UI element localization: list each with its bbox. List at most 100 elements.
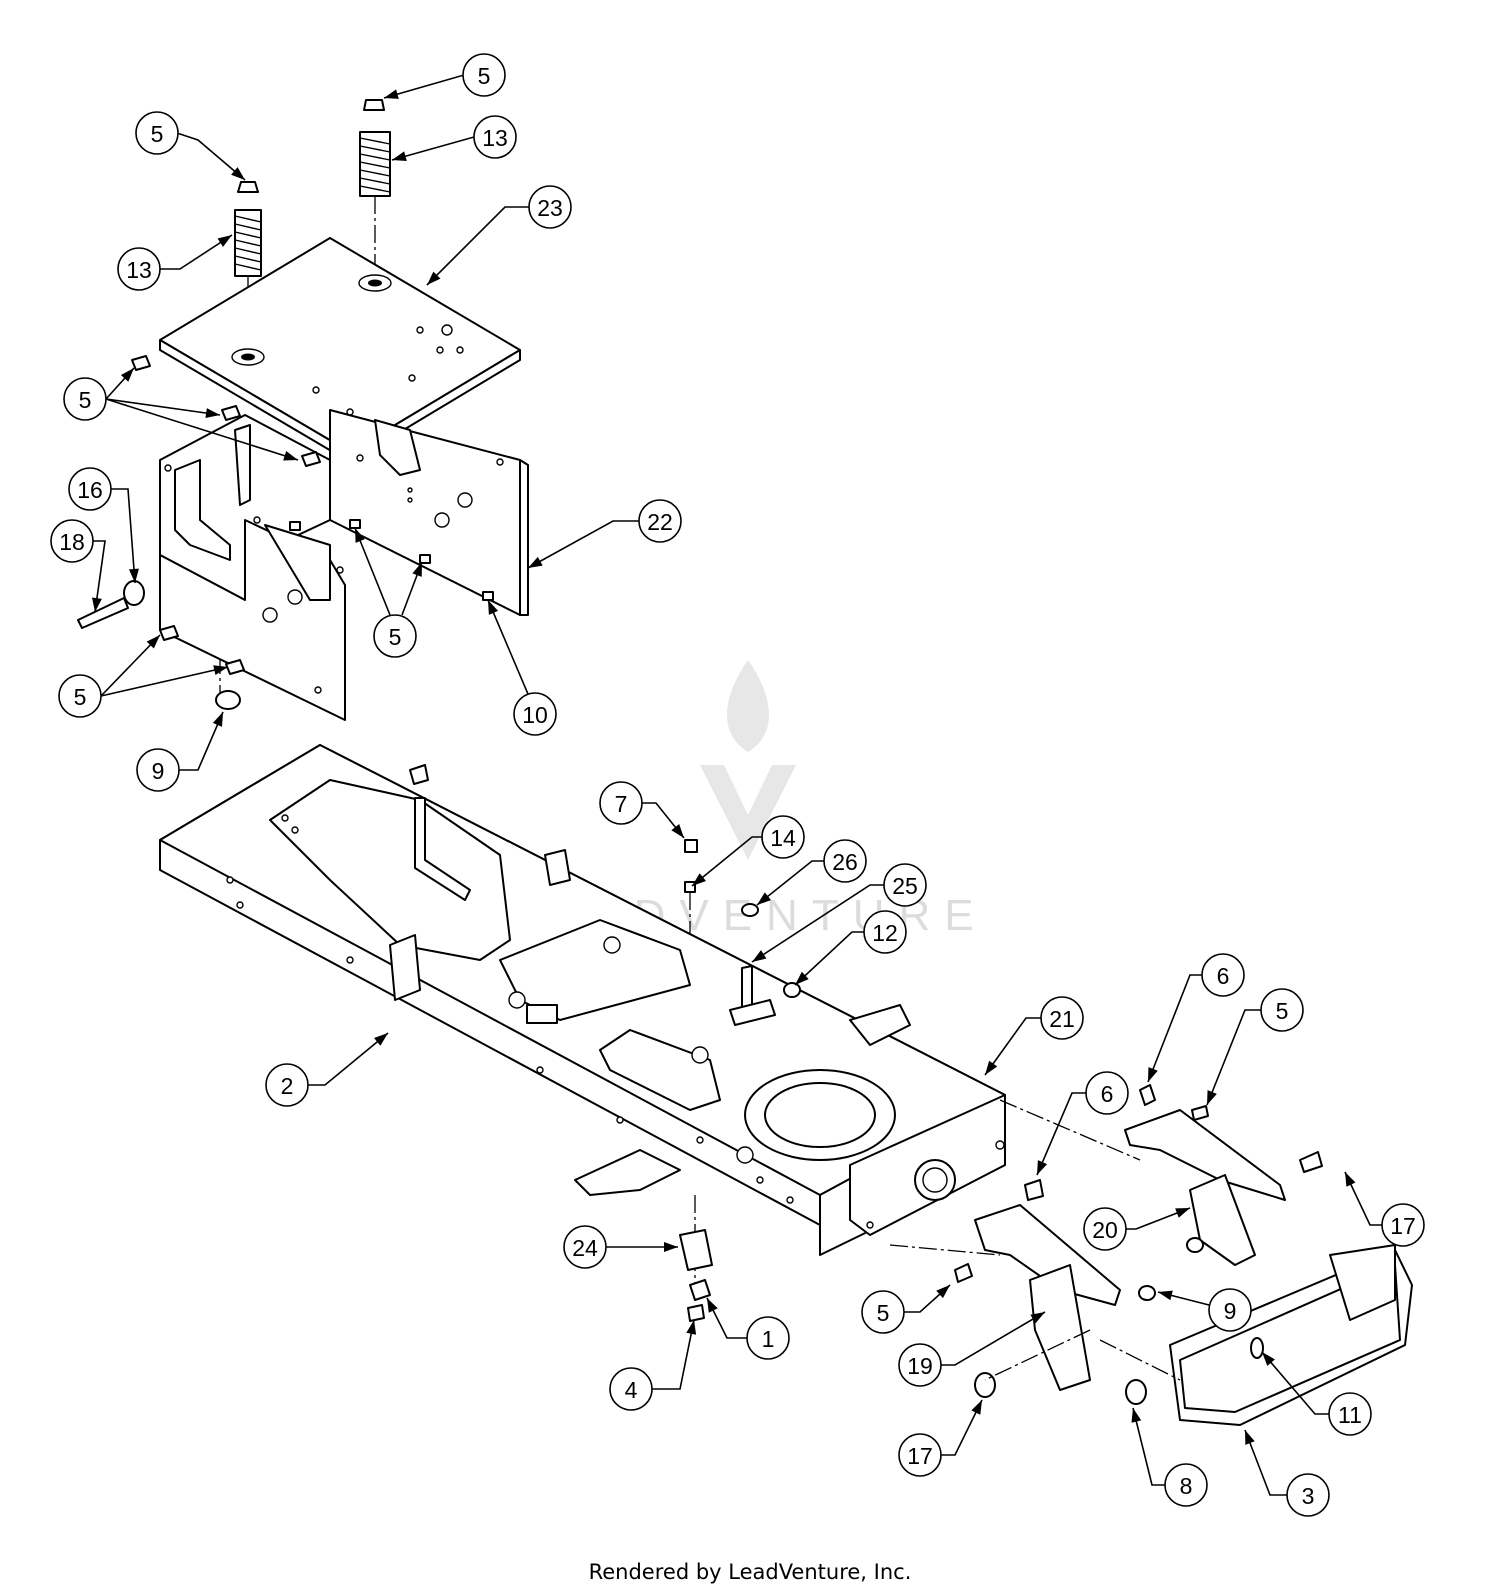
callout-circle — [1201, 953, 1245, 997]
callout-circle — [1208, 1288, 1252, 1332]
callout-5: 5 — [135, 111, 179, 155]
callout-label: 5 — [74, 684, 87, 710]
callout-1: 1 — [746, 1316, 790, 1360]
callout-label: 1 — [762, 1326, 775, 1352]
callout-5: 5 — [462, 53, 506, 97]
callout-14: 14 — [761, 815, 805, 859]
spring-bolts — [237, 99, 385, 193]
callout-leader-arrowhead — [213, 665, 228, 675]
callout-label: 12 — [872, 920, 898, 946]
callout-8: 8 — [1164, 1463, 1208, 1507]
seat-plate — [159, 237, 521, 463]
callout-leader-arrowhead — [1131, 1408, 1142, 1423]
callout-label: 25 — [892, 873, 918, 899]
callout-circle — [1085, 1071, 1129, 1115]
callout-leader-arrowhead — [231, 167, 245, 180]
callout-circle — [473, 115, 517, 159]
callout-circle — [63, 377, 107, 421]
callout-circle — [823, 839, 867, 883]
callout-leader-arrowhead — [384, 89, 399, 99]
callout-5: 5 — [861, 1290, 905, 1334]
callout-leader-arrowhead — [92, 597, 102, 612]
callout-17: 17 — [1381, 1203, 1425, 1247]
callout-leader-arrowhead — [488, 600, 499, 615]
callout-leader-arrowhead — [1245, 1430, 1255, 1445]
callout-circle — [1286, 1473, 1330, 1517]
callout-5: 5 — [373, 614, 417, 658]
callout-circle — [761, 815, 805, 859]
callout-label: 20 — [1092, 1217, 1118, 1243]
callout-17: 17 — [898, 1433, 942, 1477]
callout-leader-arrowhead — [752, 950, 767, 962]
callout-circle — [1260, 988, 1304, 1032]
callout-5: 5 — [63, 377, 107, 421]
callout-leader-arrowhead — [795, 971, 809, 985]
callout-leader-arrowhead — [212, 712, 223, 727]
callout-leader-arrowhead — [392, 151, 407, 162]
callout-label: 23 — [537, 195, 563, 221]
callout-circle — [609, 1367, 653, 1411]
callout-circle — [513, 692, 557, 736]
callout-circle — [68, 467, 112, 511]
callout-26: 26 — [823, 839, 867, 883]
callout-6: 6 — [1201, 953, 1245, 997]
callout-21: 21 — [1040, 996, 1084, 1040]
callout-label: 26 — [832, 849, 858, 875]
callout-circle — [117, 247, 161, 291]
callout-label: 18 — [59, 529, 85, 555]
callout-circle — [50, 519, 94, 563]
callout-leader — [426, 206, 550, 286]
switch-assembly — [679, 1229, 713, 1322]
callout-label: 5 — [478, 63, 491, 89]
callout-label: 21 — [1049, 1006, 1075, 1032]
callout-leader-arrowhead — [686, 1320, 697, 1335]
callout-circle — [1083, 1207, 1127, 1251]
callout-label: 6 — [1101, 1081, 1114, 1107]
callout-leader — [105, 398, 221, 416]
callout-label: 2 — [281, 1073, 294, 1099]
callout-4: 4 — [609, 1367, 653, 1411]
callout-9: 9 — [1208, 1288, 1252, 1332]
callout-circle — [462, 53, 506, 97]
callout-circle — [1381, 1203, 1425, 1247]
callout-label: 13 — [126, 257, 152, 283]
callout-11: 11 — [1328, 1392, 1372, 1436]
callout-5: 5 — [1260, 988, 1304, 1032]
callout-leader-arrowhead — [128, 568, 139, 583]
callout-leader-arrowhead — [664, 1242, 678, 1252]
callout-leader-arrowhead — [412, 562, 422, 577]
callout-9: 9 — [136, 748, 180, 792]
callout-circle — [1164, 1463, 1208, 1507]
callout-circle — [373, 614, 417, 658]
callout-label: 11 — [1338, 1402, 1362, 1428]
callout-label: 6 — [1217, 963, 1230, 989]
callout-leader-arrowhead — [985, 1060, 998, 1075]
callout-label: 5 — [151, 121, 164, 147]
callout-circle — [898, 1433, 942, 1477]
callout-label: 10 — [522, 702, 548, 728]
callout-7: 7 — [599, 781, 643, 825]
callout-circle — [136, 748, 180, 792]
callout-circle — [135, 111, 179, 155]
callout-24: 24 — [563, 1225, 607, 1269]
callout-leader-arrowhead — [146, 635, 160, 649]
callout-circle — [58, 674, 102, 718]
main-frame — [159, 744, 1006, 1256]
callout-circle — [746, 1316, 790, 1360]
callout-3: 3 — [1286, 1473, 1330, 1517]
callout-leader-arrowhead — [936, 1285, 950, 1299]
spring-left — [234, 209, 262, 277]
callout-13: 13 — [117, 247, 161, 291]
callout-label: 5 — [79, 387, 92, 413]
callout-leader-arrowhead — [205, 408, 220, 419]
front-bumper — [974, 1244, 1413, 1426]
callout-leader-arrowhead — [1158, 1290, 1173, 1301]
callout-10: 10 — [513, 692, 557, 736]
callout-label: 3 — [1302, 1483, 1315, 1509]
callout-leader-arrowhead — [217, 235, 232, 247]
callout-18: 18 — [50, 519, 94, 563]
callout-circle — [599, 781, 643, 825]
callout-circle — [638, 499, 682, 543]
callout-leader-arrowhead — [355, 528, 365, 543]
callout-12: 12 — [863, 910, 907, 954]
